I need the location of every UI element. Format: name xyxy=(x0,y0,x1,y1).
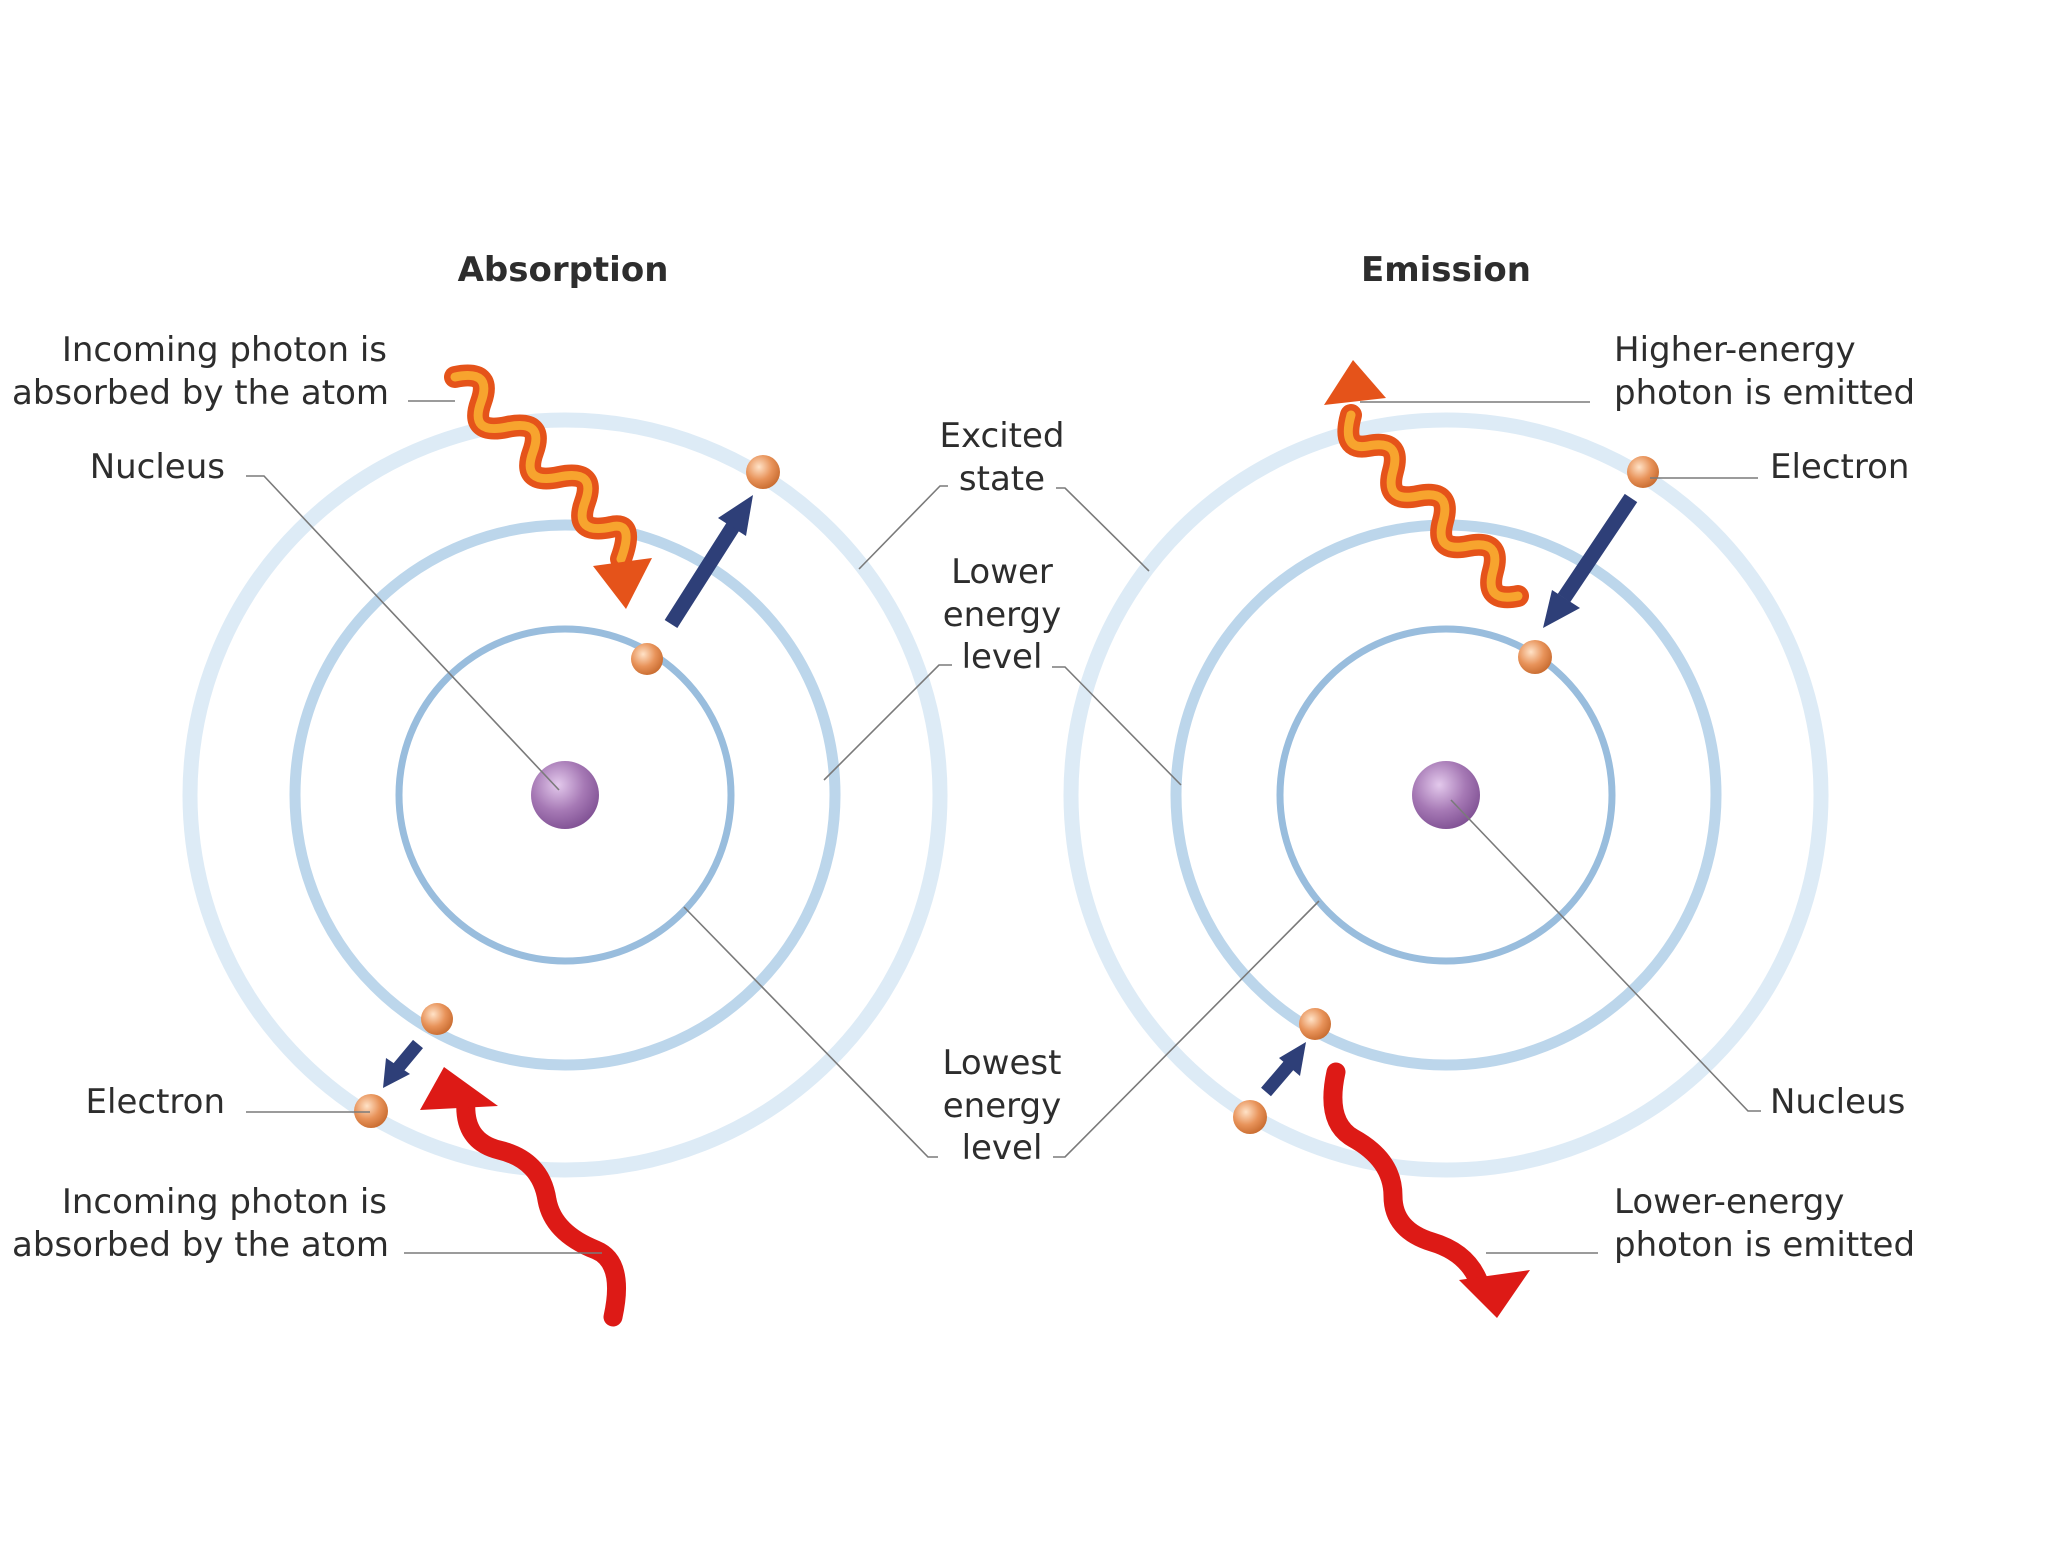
emission-label-photon-top: Higher-energy photon is emitted xyxy=(1614,330,1915,413)
emission-label-electron: Electron xyxy=(1770,447,1909,487)
photon-arrowhead xyxy=(593,558,652,609)
electron-outer-bottom xyxy=(354,1094,388,1128)
label-line: energy xyxy=(943,1086,1061,1126)
electron-outer-bottom xyxy=(1233,1100,1267,1134)
electron-drop-arrow-bottom xyxy=(1261,1059,1295,1097)
leader-nucleus xyxy=(1450,799,1761,1112)
label-line: Excited xyxy=(940,416,1065,456)
electron-excited xyxy=(746,455,780,489)
absorption-label-photon-bottom: Incoming photon is absorbed by the atom xyxy=(12,1182,389,1265)
emission-atom xyxy=(1063,360,1829,1318)
leader-excited-right xyxy=(1056,487,1150,572)
electron-excited xyxy=(1627,456,1659,488)
photon-arrowhead-low xyxy=(420,1067,498,1110)
label-excited-state: Excited state xyxy=(940,416,1065,499)
label-line: Higher-energy xyxy=(1614,330,1856,370)
incoming-photon-low xyxy=(456,1091,627,1327)
electron-jump-arrowhead-bottom xyxy=(383,1058,410,1088)
emitted-arrowhead-low xyxy=(1459,1270,1530,1318)
label-lowest-energy-level: Lowest energy level xyxy=(943,1043,1062,1168)
absorption-atom xyxy=(182,364,948,1327)
center-leaders xyxy=(683,485,1320,1158)
absorption-label-photon-top: Incoming photon is absorbed by the atom xyxy=(12,330,389,413)
electron-jump-arrow-bottom xyxy=(393,1039,423,1073)
label-line: Incoming photon is xyxy=(62,330,387,370)
label-line: level xyxy=(962,637,1043,677)
label-line: Incoming photon is xyxy=(62,1182,387,1222)
emission-title: Emission xyxy=(1361,250,1531,290)
photon-highlight xyxy=(1343,410,1523,602)
electron-lower-bottom xyxy=(421,1003,453,1035)
label-line: photon is emitted xyxy=(1614,373,1915,413)
leader-excited-left xyxy=(858,485,948,570)
excited-state-orbit xyxy=(182,412,948,1178)
lowest-energy-orbit xyxy=(395,625,735,965)
absorption-label-electron: Electron xyxy=(86,1082,225,1122)
electron-lower xyxy=(1518,640,1552,674)
electron-drop-arrowhead-bottom xyxy=(1279,1042,1306,1076)
label-line: Lowest xyxy=(943,1043,1062,1083)
emission-label-nucleus: Nucleus xyxy=(1770,1082,1905,1122)
electron-drop-arrowhead xyxy=(1543,590,1580,628)
excited-state-orbit xyxy=(1063,412,1829,1178)
emitted-photon-low xyxy=(1323,1062,1488,1290)
emission-label-photon-bottom: Lower-energy photon is emitted xyxy=(1614,1182,1915,1265)
photon-highlight xyxy=(450,371,631,564)
label-line: photon is emitted xyxy=(1614,1225,1915,1265)
emitted-arrowhead-high xyxy=(1324,360,1386,405)
label-line: absorbed by the atom xyxy=(12,1225,389,1265)
label-line: Lower-energy xyxy=(1614,1182,1844,1222)
leader-lowest-right xyxy=(1053,900,1320,1158)
leader-nucleus xyxy=(246,475,560,791)
label-line: level xyxy=(962,1128,1043,1168)
leader-lower-right xyxy=(1052,666,1182,786)
electron-jump-arrowhead xyxy=(718,495,753,536)
lower-energy-orbit xyxy=(289,519,841,1071)
label-line: absorbed by the atom xyxy=(12,373,389,413)
leader-lowest-left xyxy=(683,906,938,1158)
lowest-energy-orbit xyxy=(1276,625,1616,965)
label-line: energy xyxy=(943,595,1061,635)
label-line: Lower xyxy=(951,552,1053,592)
label-line: state xyxy=(959,459,1045,499)
label-lower-energy-level: Lower energy level xyxy=(943,552,1061,677)
absorption-label-nucleus: Nucleus xyxy=(90,447,225,487)
electron-jump-arrow xyxy=(664,520,741,629)
absorption-title: Absorption xyxy=(458,250,669,290)
electron-lower xyxy=(631,643,663,675)
electron-drop-arrow xyxy=(1557,493,1638,603)
electron-lower-bottom xyxy=(1299,1008,1331,1040)
leader-lower-left xyxy=(823,664,952,781)
